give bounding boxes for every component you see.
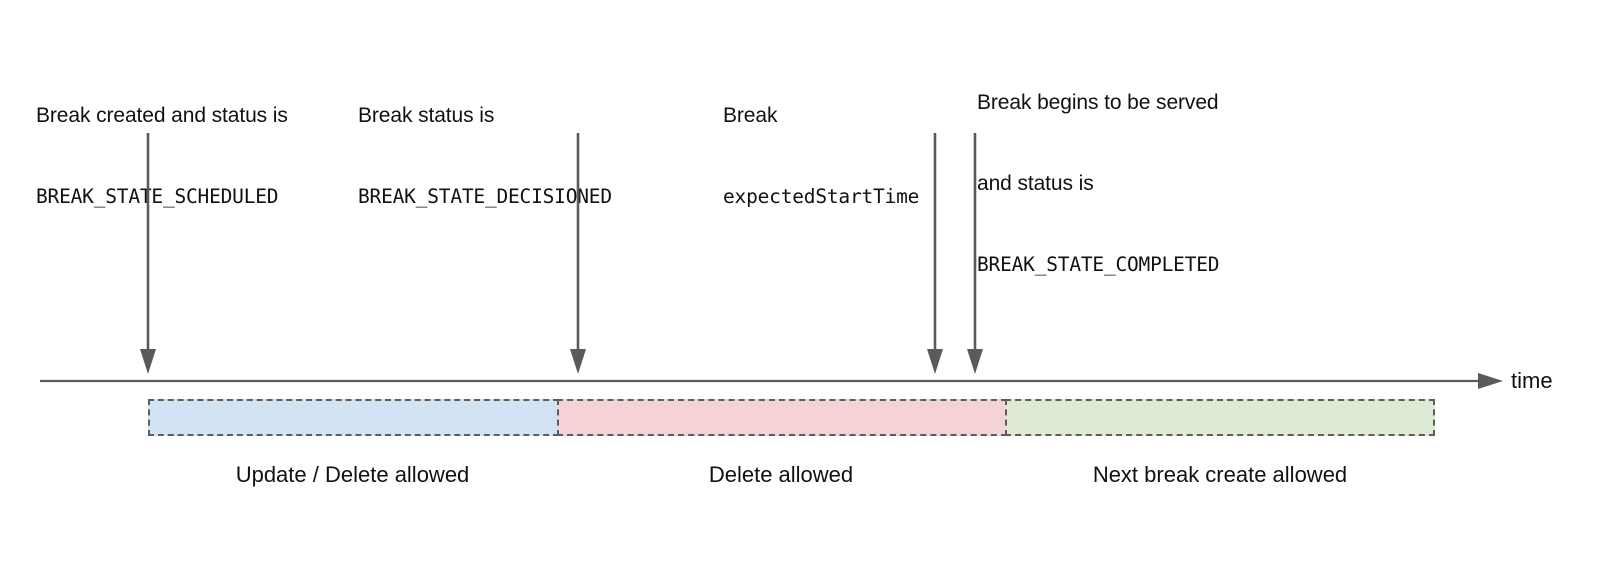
time-axis-arrow-icon xyxy=(40,368,1505,394)
phase-segment-delete xyxy=(557,399,1007,436)
annotation-break-served-completed: Break begins to be served and status is … xyxy=(977,35,1220,332)
phase-caption-update-delete: Update / Delete allowed xyxy=(235,462,470,487)
annotation-line: Break status is xyxy=(358,104,495,127)
annotation-break-created-scheduled: Break created and status is BREAK_STATE_… xyxy=(36,48,288,264)
marker-arrow-expected-start-time-icon xyxy=(924,133,946,375)
phase-segment-next-break xyxy=(1005,399,1435,436)
phase-segment-update-delete xyxy=(148,399,559,436)
phase-bar xyxy=(148,399,1435,436)
marker-arrow-scheduled-icon xyxy=(137,133,159,375)
annotation-line: Break xyxy=(723,104,778,127)
marker-arrow-decisioned-icon xyxy=(567,133,589,375)
annotation-break-expected-start-time: Break expectedStartTime xyxy=(723,48,919,264)
annotation-line: and status is xyxy=(977,172,1094,195)
phase-caption-delete: Delete allowed xyxy=(708,462,854,487)
annotation-line-constant: BREAK_STATE_DECISIONED xyxy=(358,185,612,208)
time-axis-label: time xyxy=(1511,368,1553,393)
annotation-line-constant: BREAK_STATE_SCHEDULED xyxy=(36,185,279,208)
annotation-line: Break begins to be served xyxy=(977,91,1219,114)
annotation-line-constant: BREAK_STATE_COMPLETED xyxy=(977,253,1220,276)
annotation-line: Break created and status is xyxy=(36,104,288,127)
marker-arrow-completed-icon xyxy=(964,133,986,375)
annotation-break-decisioned: Break status is BREAK_STATE_DECISIONED xyxy=(358,48,612,264)
annotation-line-constant: expectedStartTime xyxy=(723,185,920,208)
phase-caption-next-break: Next break create allowed xyxy=(1092,462,1348,487)
